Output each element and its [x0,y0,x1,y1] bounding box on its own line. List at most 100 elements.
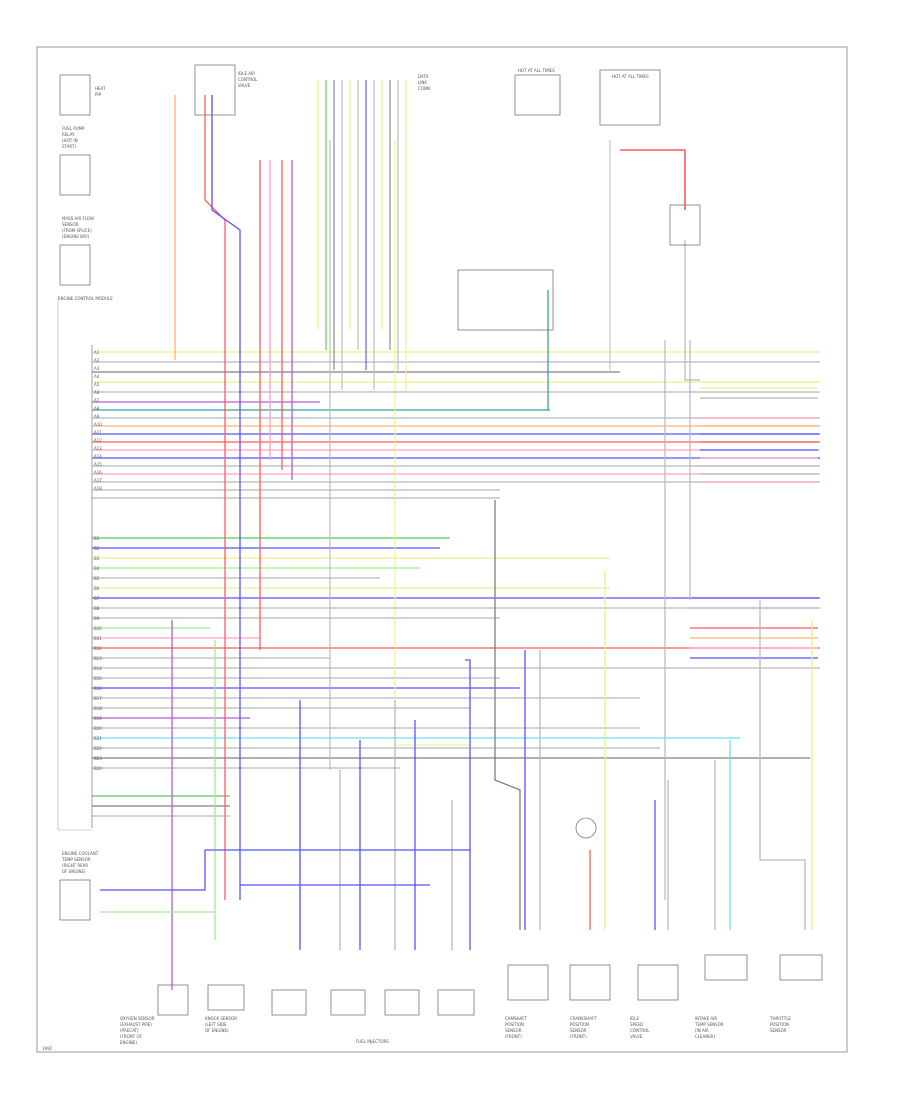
camshaft-position-sensor [507,964,549,1001]
ecm-pin-label: A17 [94,478,102,483]
knock-sensor [207,984,245,1011]
bottom-component-label: SENSOR [770,1028,787,1033]
wires-layer [92,80,820,990]
harness-wire [465,659,471,950]
throttle-position-sensor [779,954,823,981]
main-relay [457,269,554,331]
heat-pip-component [59,74,91,116]
ecm-pin-label: B10 [94,626,102,631]
hot-label: HOT AT ALL TIMES [518,68,555,73]
ecm-pin-label: B3 [94,556,100,561]
mass-air-flow-label: (ENGINE BAY) [62,234,90,239]
harness-wire [684,240,700,381]
ecm-pin-label: B20 [94,726,102,731]
data-link-label: DATA [418,74,429,79]
ecm-pin-label: B2 [94,546,100,551]
bottom-component-label: (PRECAT) [120,1028,139,1033]
ecm-pin-label: B21 [94,736,102,741]
fuel-injectors-label: FUEL INJECTORS [356,1039,389,1044]
heat-pip-label: PIP [95,92,102,97]
harness-wire [100,849,470,891]
ecm-pin-label: A11 [94,430,102,435]
harness-wire [204,95,226,900]
ecm-pin-label: B23 [94,756,102,761]
harness-wire [211,95,241,900]
idle-air-label: VALVE [238,83,251,88]
ecm-pin-label: B9 [94,616,100,621]
bottom-component-label: POSITION [505,1022,524,1027]
crankshaft-position-sensor [569,964,611,1001]
intake-air-temp-sensor [704,954,748,981]
bottom-component-label: (FRONT) [505,1034,522,1039]
ecm-pin-label: A18 [94,486,102,491]
ecm-pin-label: A14 [94,454,102,459]
bottom-component-label: (EXHAUST PIPE) [120,1022,152,1027]
idle-air-control-valve [194,64,236,116]
harness-wire [494,500,521,930]
ecm-pin-label: B19 [94,716,102,721]
ecm-pin-label: A16 [94,470,102,475]
ecm-pin-label: B8 [94,606,100,611]
ecm-pin-label: A9 [94,414,100,419]
engine-coolant-label: (RIGHT REAR [62,863,88,868]
bottom-component-label: IDLE [630,1016,639,1021]
fuel-injector [437,989,475,1016]
idle-air-label: IDLE AIR [238,71,255,76]
bottom-component-label: SPEED [630,1022,643,1027]
bottom-component-label: THROTTLE [769,1016,791,1021]
ecm-pin-label: B4 [94,566,100,571]
ecm-pin-label: B16 [94,686,102,691]
bottom-component-label: (FRONT) [570,1034,587,1039]
ecm-pin-label: A12 [94,438,102,443]
bottom-component-label: POSITION [570,1022,589,1027]
ecm-pin-label: A15 [94,462,102,467]
bottom-component-label: OXYGEN SENSOR [120,1016,155,1021]
ecm-pin-label: A1 [94,350,100,355]
ecm-pin-label: B22 [94,746,102,751]
data-link-label: CONN [418,86,430,91]
ecm-pin-label: A5 [94,382,100,387]
bottom-component-label: VALVE [630,1034,643,1039]
ecm-pin-label: A4 [94,374,100,379]
ecm-pin-label: B24 [94,766,102,771]
fuel-pump-label: FUEL PUMP [62,126,85,131]
oxygen-sensor [157,984,189,1016]
ecm-pin-label: B11 [94,636,102,641]
engine-coolant-temp-sensor [59,154,91,196]
ecm-pin-label: A3 [94,366,100,371]
fuel-injector [384,989,420,1016]
ecm-pin-label: A8 [94,406,100,411]
hot-label: HOT AT ALL TIMES [612,74,649,79]
ecm-pin-label: B6 [94,586,100,591]
page-ref: 1992 [42,1046,53,1051]
ecm-pin-label: B12 [94,646,102,651]
engine-coolant-label: ENGINE COOLANT [62,851,99,856]
fuel-pump-label: RELAY [62,132,75,137]
idle-air-label: CONTROL [238,77,258,82]
ecm-pin-label: B1 [94,536,100,541]
ecm-pin-label: B5 [94,576,100,581]
engine-coolant-label: TEMP SENSOR [61,857,91,862]
idle-speed-control-valve [637,964,679,1001]
fuel-injector [330,989,366,1016]
fuel-pump-label: (HOT IN [62,138,78,143]
ignition-switch [669,204,701,246]
vehicle-speed-sensor [59,879,91,921]
harness-wire [620,149,686,210]
ecm-pin-label: B7 [94,596,100,601]
ecm-pin-label: A10 [94,422,102,427]
mass-air-flow-label: (FROM SPLICE) [62,228,92,233]
harness-wire [759,600,806,930]
bottom-component-label: (IN AIR [695,1028,709,1033]
bottom-component-label: SENSOR [505,1028,522,1033]
bottom-component-label: CAMSHAFT [505,1016,527,1021]
bottom-component-label: (LEFT SIDE [205,1022,227,1027]
ecm-pin-label: B14 [94,666,102,671]
bottom-component-label: OF ENGINE) [205,1028,229,1033]
bottom-component-label: (FRONT OF [120,1034,143,1039]
bottom-component-label: CRANKSHAFT [570,1016,597,1021]
ecm-label: ENGINE CONTROL MODULE [58,296,113,301]
